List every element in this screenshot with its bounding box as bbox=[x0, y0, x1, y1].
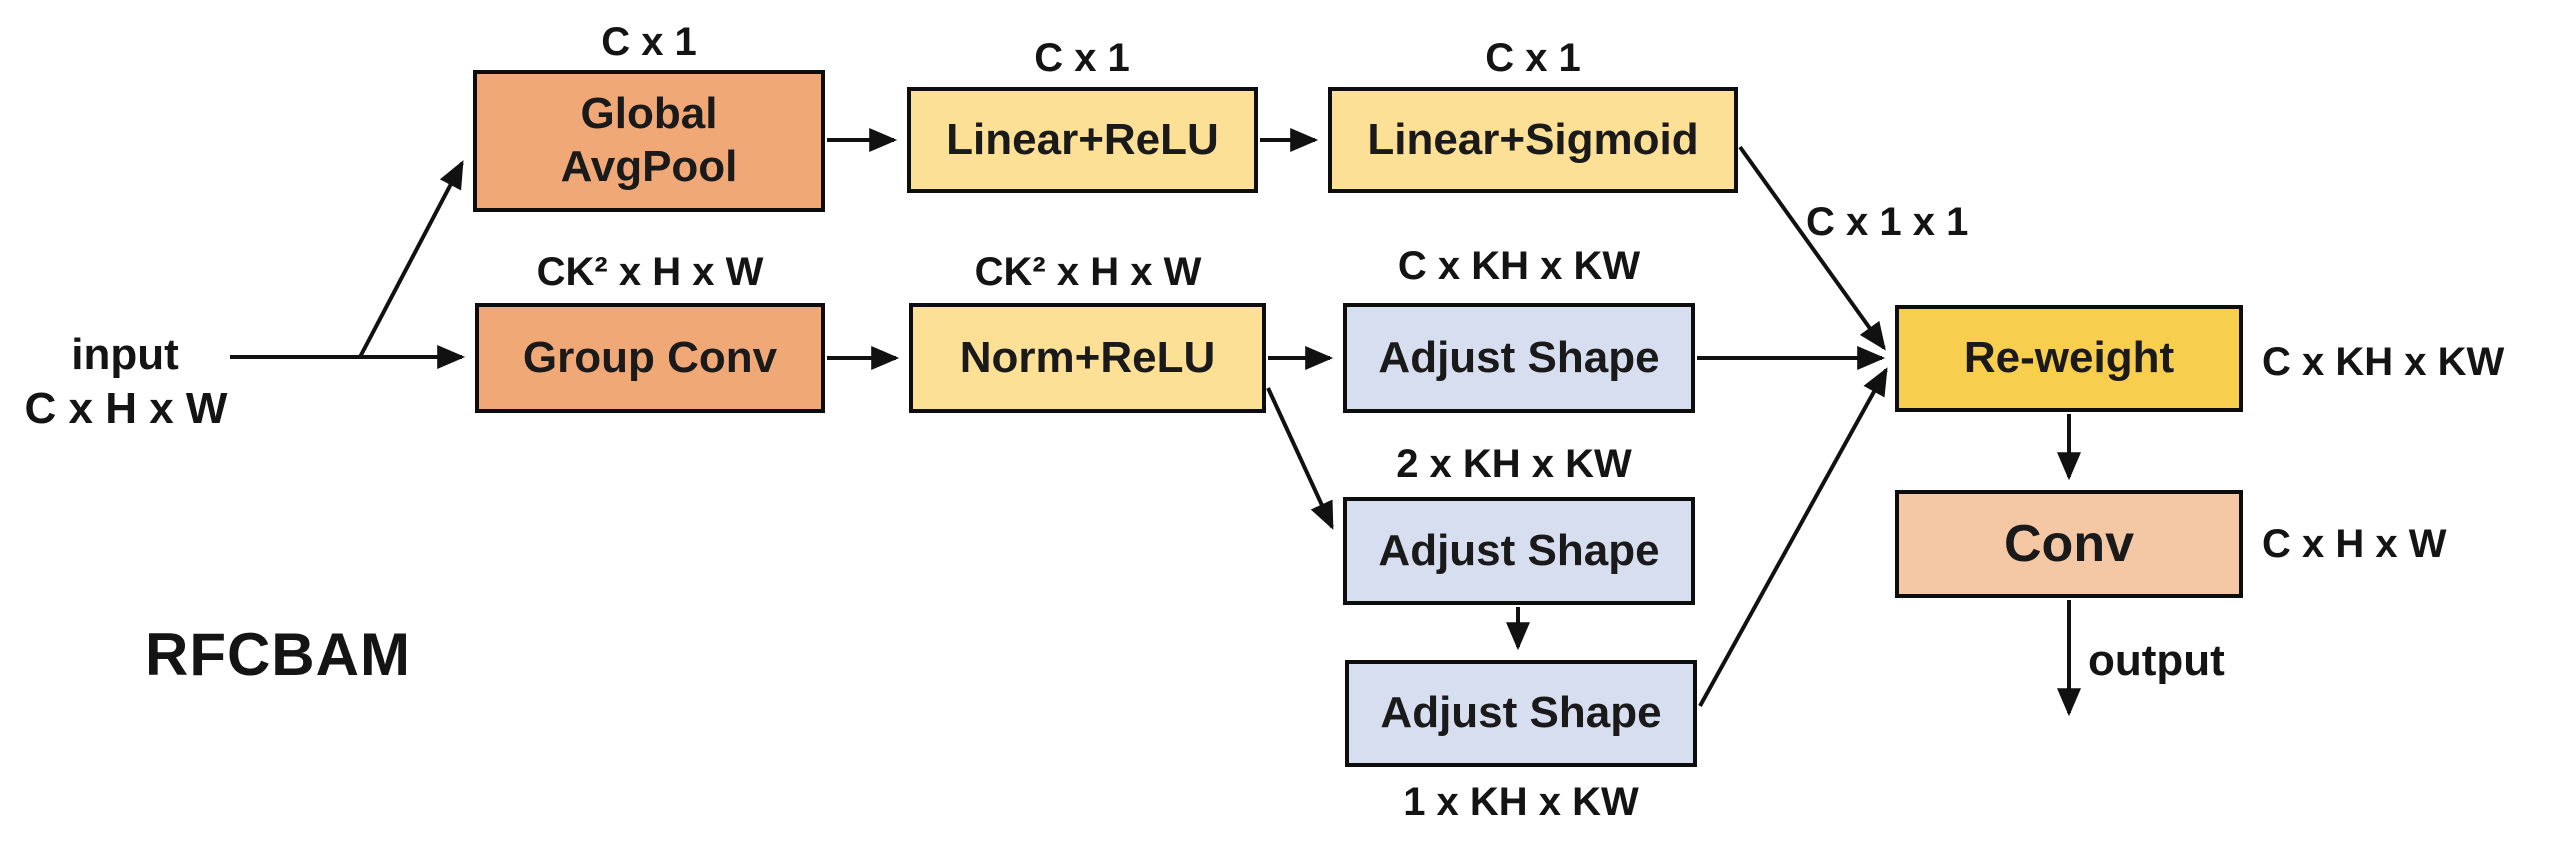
node-label: Linear+Sigmoid bbox=[1367, 114, 1699, 164]
node-linear-relu: Linear+ReLU bbox=[907, 87, 1258, 193]
node-label: Global bbox=[580, 89, 718, 139]
node-norm-relu: Norm+ReLU bbox=[909, 303, 1266, 413]
node-re-weight: Re-weight bbox=[1895, 305, 2243, 412]
node-label: Adjust Shape bbox=[1380, 688, 1662, 738]
node-label: Adjust Shape bbox=[1378, 525, 1660, 575]
node-adjust-shape-2: Adjust Shape bbox=[1343, 497, 1695, 605]
node-group-conv: Group Conv bbox=[475, 303, 825, 413]
edge-branch-to-avgpool bbox=[358, 160, 464, 358]
label-input-label: input bbox=[71, 330, 179, 379]
label-dim-lsig-top: C x 1 bbox=[1485, 36, 1581, 80]
label-dim-c111: C x 1 x 1 bbox=[1806, 200, 1969, 244]
node-linear-sigmoid: Linear+Sigmoid bbox=[1328, 87, 1738, 193]
node-label: Linear+ReLU bbox=[946, 114, 1219, 164]
diagram-title: RFCBAM bbox=[145, 621, 411, 688]
node-label: Group Conv bbox=[522, 332, 778, 382]
label-dim-as3-bottom: 1 x KH x KW bbox=[1403, 780, 1639, 824]
label-dim-reweight-right: C x KH x KW bbox=[2262, 340, 2505, 384]
label-dim-as1-top: C x KH x KW bbox=[1397, 244, 1641, 288]
node-adjust-shape-1: Adjust Shape bbox=[1343, 303, 1695, 413]
node-conv: Conv bbox=[1895, 490, 2243, 598]
node-adjust-shape-3: Adjust Shape bbox=[1345, 660, 1697, 767]
label-output-label: output bbox=[2088, 636, 2225, 685]
node-label: Norm+ReLU bbox=[959, 332, 1216, 382]
label-dim-conv-right: C x H x W bbox=[2262, 522, 2447, 566]
edge-normrelu-to-adjust2 bbox=[1266, 387, 1334, 530]
edge-linsig-to-reweight bbox=[1738, 145, 1886, 351]
node-label: AvgPool bbox=[560, 142, 738, 191]
node-label: Conv bbox=[2004, 514, 2134, 573]
edge-adjust3-to-reweight bbox=[1698, 367, 1888, 707]
label-input-dim: C x H x W bbox=[24, 384, 228, 433]
label-dim-lrelu-top: C x 1 bbox=[1034, 36, 1130, 80]
label-dim-gconv-top: CK² x H x W bbox=[536, 250, 764, 294]
label-dim-nrelu-top: CK² x H x W bbox=[974, 250, 1202, 294]
node-label: Adjust Shape bbox=[1378, 332, 1660, 382]
label-dim-gap-top: C x 1 bbox=[601, 20, 697, 64]
node-label: Re-weight bbox=[1963, 333, 2175, 383]
label-dim-as2-top: 2 x KH x KW bbox=[1396, 442, 1632, 486]
